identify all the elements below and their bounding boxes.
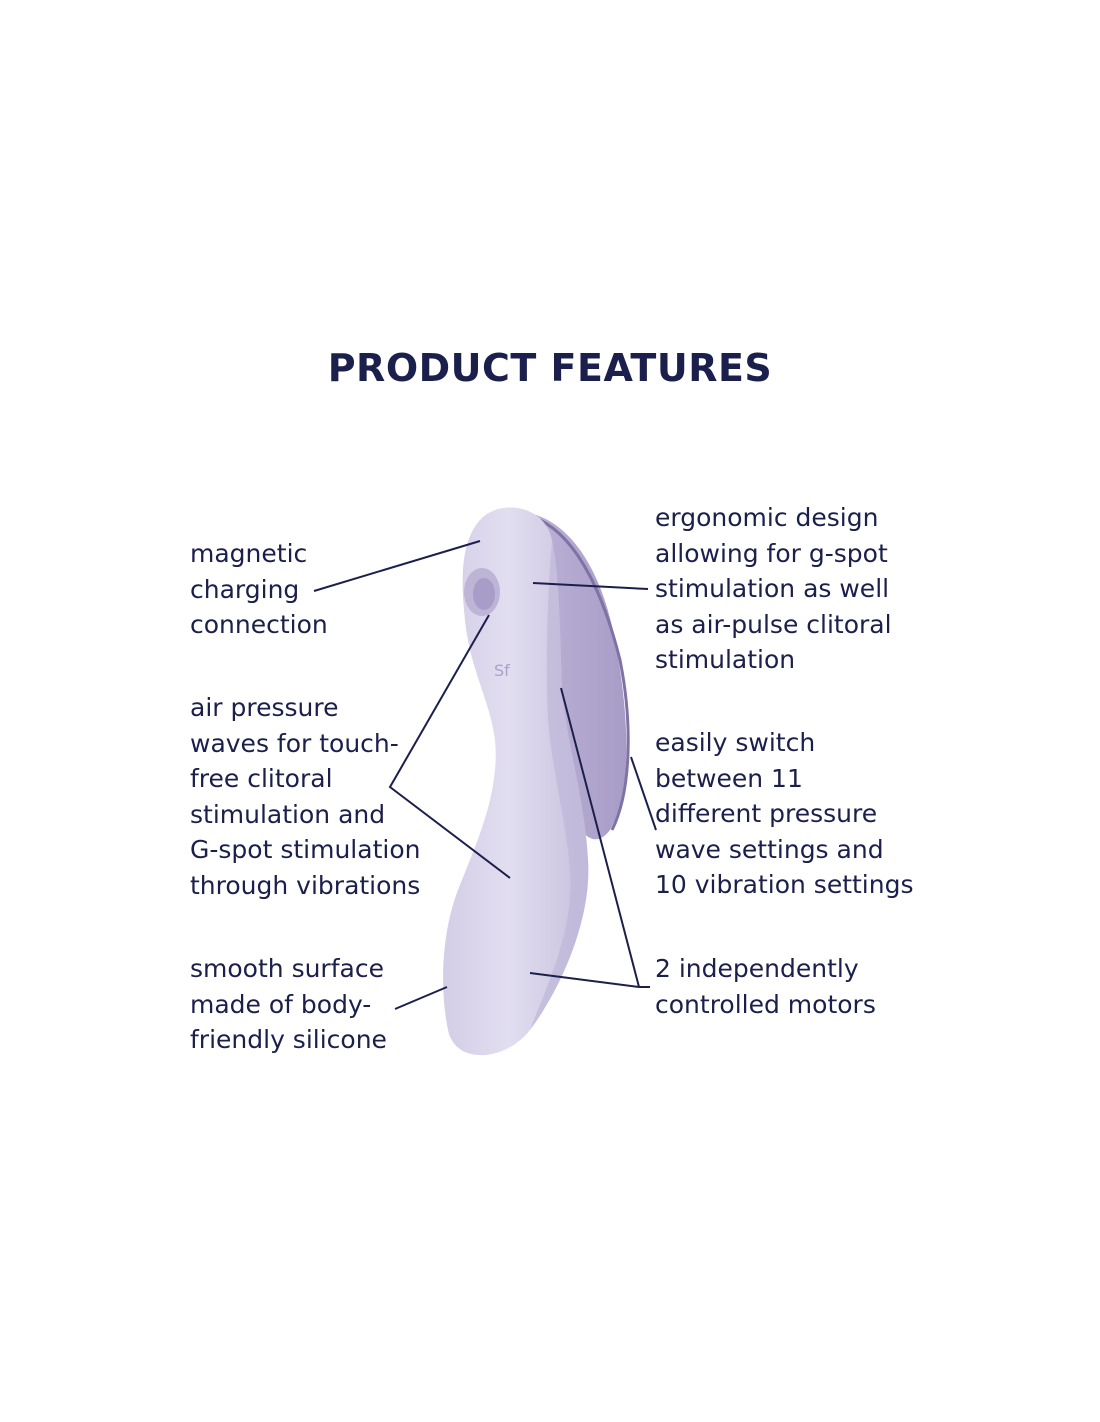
feature-text-line: free clitoral [190,764,333,793]
feature-text-line: G-spot stimulation [190,835,421,864]
callout-line-air [388,614,511,879]
feature-text-line: controlled motors [655,989,876,1019]
feature-text-line: 10 vibration settings [655,870,914,899]
feature-text-line: connection [190,610,328,639]
feature-smooth-surface: smooth surface made of body- friendly si… [190,951,387,1058]
feature-ergonomic-design: ergonomic design allowing for g-spot sti… [655,500,892,678]
feature-text-line: different pressure [655,799,878,828]
feature-text-line: waves for touch- [190,728,399,758]
feature-independent-motors: 2 independently controlled motors [655,951,876,1022]
feature-magnetic-charging: magnetic charging connection [190,536,328,643]
device-body-shadow [530,540,589,1030]
feature-text-line: between 11 [655,763,803,793]
feature-text-line: ergonomic design [655,503,879,532]
feature-text-line: easily switch [655,728,816,757]
feature-text-line: 2 independently [655,954,859,983]
callout-line-ergonomic [532,582,649,590]
feature-text-line: stimulation as well [655,574,890,603]
brand-logo-mark: Sf [494,661,510,680]
feature-text-line: smooth surface [190,954,384,983]
callout-line-magnetic [313,540,481,592]
callout-line-smooth [394,986,448,1010]
feature-text-line: made of body- [190,989,372,1019]
page-title: PRODUCT FEATURES [327,346,773,390]
feature-text-line: wave settings and [655,834,884,864]
feature-easily-switch: easily switch between 11 different press… [655,725,914,903]
feature-text-line: air pressure [190,693,339,722]
feature-text-line: magnetic [190,539,308,568]
feature-air-pressure: air pressure waves for touch- free clito… [190,690,420,903]
feature-text-line: stimulation and [190,799,386,829]
callout-line-switch [630,756,657,831]
feature-text-line: allowing for g-spot [655,538,888,568]
device-back-edge [539,518,630,831]
feature-text-line: through vibrations [190,870,421,900]
air-pulse-opening-inner [473,578,495,610]
feature-text-line: friendly silicone [190,1025,387,1054]
feature-text-line: as air-pulse clitoral [655,609,892,639]
feature-text-line: stimulation [655,645,796,674]
feature-text-line: charging [190,574,300,604]
